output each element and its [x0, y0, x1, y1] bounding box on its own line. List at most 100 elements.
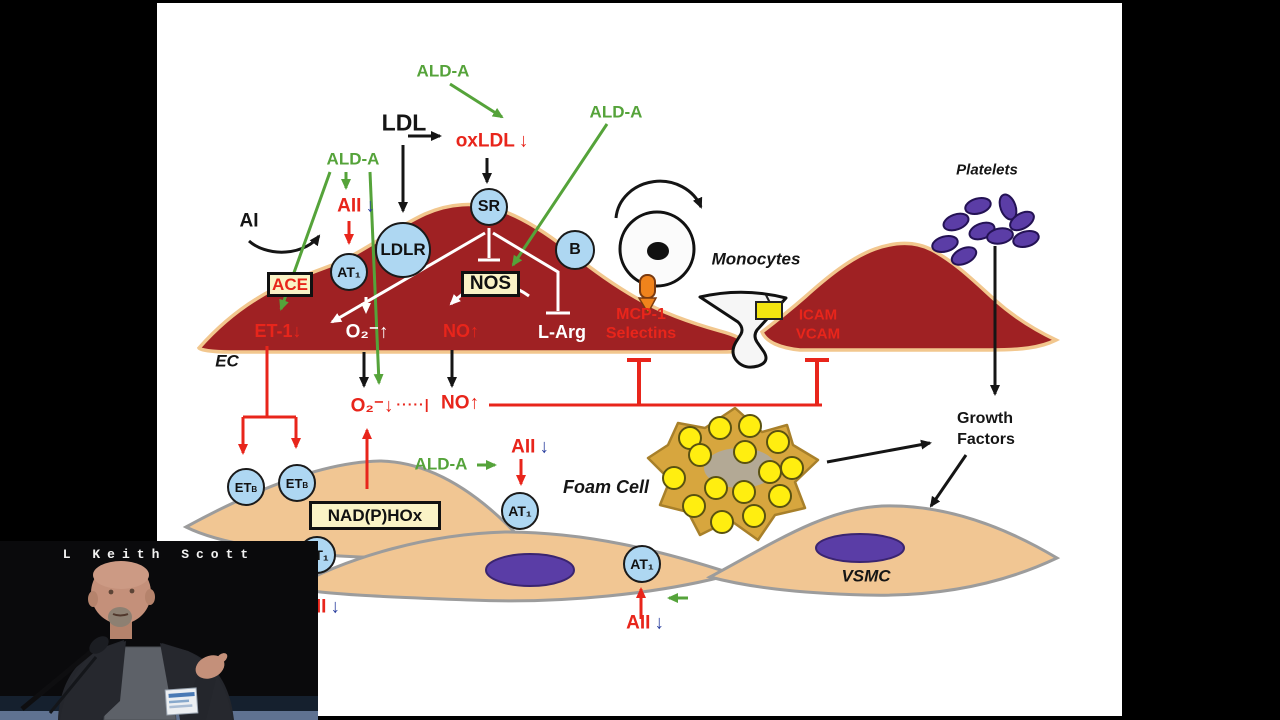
no-inhibits-mcp1: [627, 358, 651, 405]
at1-receptor-mid: AT₁: [501, 492, 539, 530]
mouth: [112, 613, 129, 617]
ldlr-receptor: LDLR: [375, 222, 431, 278]
ald-a-label-top: ALD-A: [416, 61, 470, 81]
line-to-et1: [330, 231, 486, 324]
ald-a-label-mid: ALD-A: [414, 454, 468, 474]
monocyte-nucleus: [647, 242, 669, 260]
endothelium-plaque-right: [759, 241, 1060, 352]
arrow-alda-to-o2: [368, 171, 384, 385]
o2-label-mound: O₂⁻↑: [345, 321, 389, 343]
vsmc-nucleus: [815, 533, 905, 563]
black-arrows: [248, 131, 1000, 508]
down-arrow: ↓: [383, 395, 394, 417]
ace-label: ACE: [272, 274, 308, 294]
l-arg-label: L-Arg: [538, 322, 586, 342]
mcp1-label: MCP-1: [616, 306, 666, 323]
at1-receptor-low: AT₁: [623, 545, 661, 583]
growth-label: Growth: [957, 410, 1013, 427]
up-arrow: ↑: [378, 321, 389, 343]
rolling-arrow: [614, 179, 703, 219]
icam-label: ICAM: [798, 306, 838, 324]
foam-cell-label: Foam Cell: [562, 477, 650, 497]
ace-box: ACE: [267, 272, 313, 297]
aii-label-mid: AII↓: [511, 436, 549, 458]
eye: [108, 589, 114, 595]
o2-label-low: O₂⁻↓: [350, 395, 394, 417]
inhibit-dots: ·····|: [396, 396, 430, 412]
smooth-muscle-cells: [182, 459, 1061, 603]
up-arrow: ↑: [469, 392, 480, 414]
b-receptor: B: [555, 230, 595, 270]
arrow-foam-to-gf: [826, 439, 932, 464]
arrow-ai-to-aii: [248, 234, 321, 254]
et1-label: ET-1↓: [254, 321, 302, 341]
arrow-alda-to-oxldl: [449, 82, 504, 119]
mic-boom: [20, 649, 94, 711]
arrow-alda-to-nos: [511, 123, 609, 267]
mic-boom2: [48, 656, 98, 714]
nadphox-label: NAD(P)HOx: [327, 505, 423, 525]
vsmc-nucleus: [485, 553, 575, 587]
goatee: [108, 607, 132, 627]
down-arrow: ↓: [292, 321, 302, 341]
arrow-gf-to-vsmc: [929, 454, 968, 508]
etb-label: ET: [285, 475, 303, 491]
at1-receptor-ec: AT₁: [330, 253, 368, 291]
ald-a-label-right: ALD-A: [589, 102, 643, 122]
aii-label-low: AII↓: [626, 612, 664, 634]
etb-label: ET: [234, 479, 252, 495]
at1-label: AT₁: [508, 503, 532, 519]
at1-label: AT₁: [337, 264, 361, 280]
ear: [88, 591, 98, 607]
down-arrow: ↓: [654, 612, 664, 634]
vsmc-label: VSMC: [841, 566, 891, 586]
ldlr-label: LDLR: [380, 240, 426, 259]
nadphox-box: NAD(P)HOx: [309, 501, 441, 530]
down-arrow: ↓: [330, 596, 340, 618]
sr-label: SR: [477, 198, 501, 215]
ai-label: AI: [239, 210, 259, 232]
sr-receptor: SR: [470, 188, 508, 226]
monocyte-cell: [614, 179, 703, 288]
speaker-video-inset: L Keith Scott: [0, 541, 318, 720]
nos-label: NOS: [469, 273, 512, 294]
ec-label: EC: [215, 351, 239, 371]
oxldl-label: oxLDL↓: [455, 130, 529, 152]
vcam-label: VCAM: [795, 325, 841, 343]
no-label-mound: NO↑: [443, 321, 479, 341]
badge-card: [164, 687, 199, 716]
up-arrow: ↑: [470, 321, 479, 341]
at1-label: AT₁: [630, 556, 654, 572]
factors-label: Factors: [957, 431, 1015, 448]
speaker-name-caption: L Keith Scott: [62, 547, 256, 562]
no-inhibits-icam: [805, 358, 829, 405]
sr-inhibits-nos: [478, 228, 500, 262]
green-arrows: [279, 82, 688, 603]
jacket-left-lapel: [60, 641, 126, 720]
selectins-label: Selectins: [605, 325, 677, 342]
etb-sub: B: [251, 484, 258, 494]
speaker-illustration: [0, 541, 318, 720]
microphone: [89, 636, 109, 654]
mcp1-channel-icon: [637, 274, 658, 315]
ldl-label: LDL: [381, 109, 427, 136]
red-arrows: [238, 221, 829, 619]
no-label-low: NO↑: [441, 392, 480, 414]
line-to-larg: [492, 231, 570, 315]
white-arrows: [330, 228, 570, 324]
ear: [145, 589, 155, 605]
down-arrow: ↓: [518, 130, 529, 152]
etb-sub: B: [302, 480, 309, 490]
icam-adhesion-icon: [755, 294, 783, 320]
eye: [129, 588, 135, 594]
platelets-cluster: [931, 193, 1040, 266]
down-arrow: ↓: [365, 195, 375, 217]
monocytes-label: Monocytes: [711, 249, 801, 269]
aii-label-top: AII↓: [337, 195, 375, 217]
ald-a-label-left: ALD-A: [326, 149, 380, 169]
platelets-label: Platelets: [956, 161, 1018, 179]
nos-box: NOS: [461, 271, 520, 297]
